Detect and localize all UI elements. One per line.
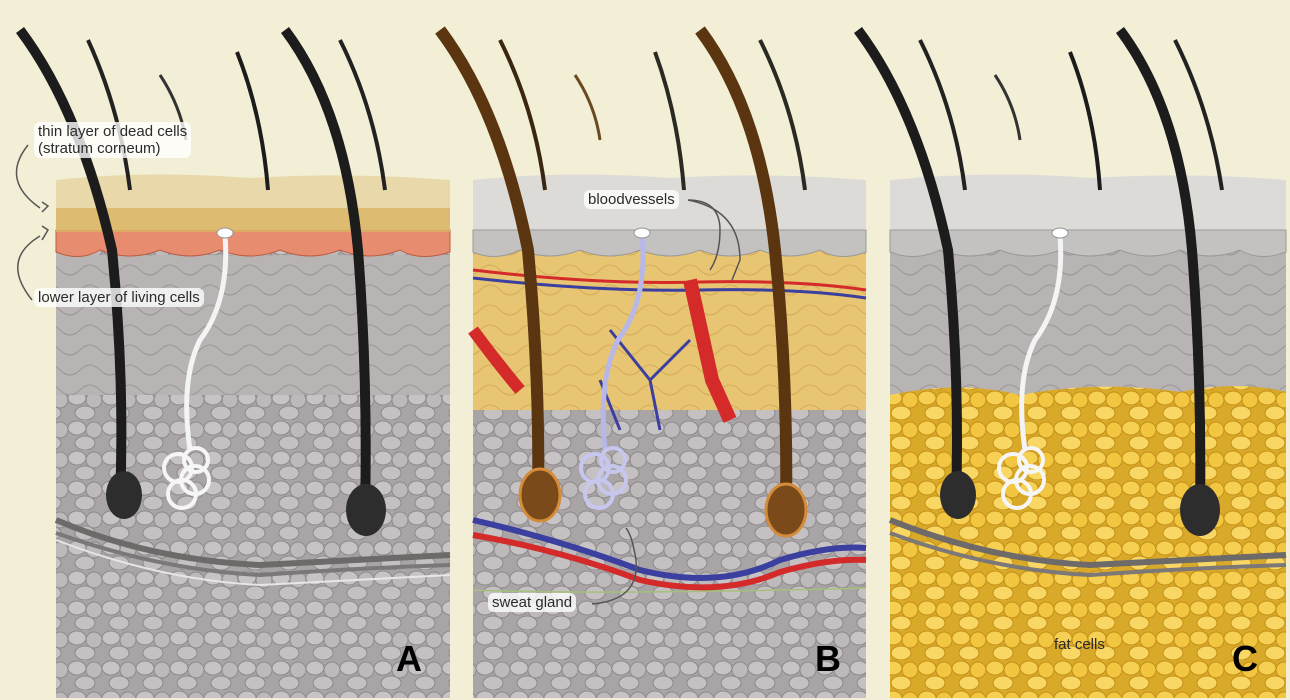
stratum-corneum-text: (stratum corneum) xyxy=(38,140,161,157)
dead-cells-text: thin layer of dead cells xyxy=(38,123,187,140)
panel-b-letter: B xyxy=(815,638,841,680)
fat-cells-label: fat cells xyxy=(1050,635,1109,654)
bloodvessels-label: bloodvessels xyxy=(584,190,679,209)
sweat-gland-label: sweat gland xyxy=(488,593,576,612)
panel-a-letter: A xyxy=(396,638,422,680)
panel-c-letter: C xyxy=(1232,638,1258,680)
dead-cells-label: thin layer of dead cells (stratum corneu… xyxy=(34,122,191,158)
living-cells-label: lower layer of living cells xyxy=(34,288,204,307)
panel-c xyxy=(858,30,1286,698)
